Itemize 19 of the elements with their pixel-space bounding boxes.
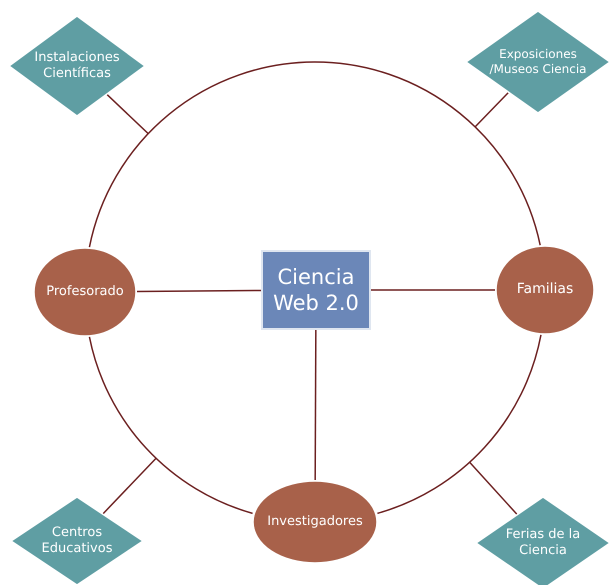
connector-line xyxy=(314,330,317,480)
node-label: Profesorado xyxy=(46,284,124,300)
connector-line xyxy=(371,289,495,291)
leader-line xyxy=(474,92,509,128)
process-box xyxy=(261,250,371,330)
node-label: Investigadores xyxy=(267,514,363,530)
arc-connector xyxy=(88,336,253,514)
leader-line xyxy=(106,94,149,134)
connector-line xyxy=(136,290,261,292)
arc-connector xyxy=(88,61,541,248)
node-label: Ferias de la Ciencia xyxy=(504,526,582,560)
node-label: Ciencia Web 2.0 xyxy=(272,264,360,316)
arc-connector xyxy=(377,334,542,514)
node-label: Familias xyxy=(516,281,574,299)
node-label: Instalaciones Científicas xyxy=(33,50,121,82)
leader-line xyxy=(469,462,518,515)
node-label: Centros Educativos xyxy=(40,524,114,558)
leader-line xyxy=(102,458,157,514)
node-label: Exposiciones /Museos Ciencia xyxy=(488,47,588,77)
